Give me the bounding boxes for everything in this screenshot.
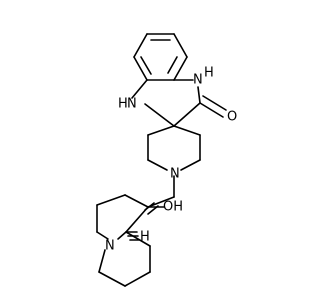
bond bbox=[173, 125, 201, 136]
bond bbox=[124, 194, 149, 208]
carbonyl-bond bbox=[199, 102, 224, 118]
bond bbox=[197, 86, 201, 104]
bond bbox=[147, 125, 175, 136]
bond bbox=[96, 194, 126, 206]
piperidine-ring bbox=[147, 125, 201, 198]
amine-h-label: H bbox=[204, 66, 214, 81]
bond bbox=[96, 231, 109, 240]
bond bbox=[180, 159, 201, 171]
amine-h-label: H bbox=[118, 97, 128, 112]
quinolizidine-rings bbox=[96, 194, 175, 287]
molecule-structure: N H H N O N OH H N bbox=[96, 33, 237, 287]
bond bbox=[147, 159, 168, 171]
hash-bond bbox=[147, 205, 159, 215]
benzene-ring bbox=[133, 33, 188, 81]
amine-n-label: N bbox=[193, 73, 203, 88]
bond bbox=[131, 79, 148, 99]
aromatic-bond bbox=[140, 56, 152, 75]
carbonyl-bond bbox=[202, 95, 227, 111]
bond bbox=[125, 206, 149, 233]
bond bbox=[124, 271, 151, 287]
hash-bond bbox=[144, 202, 155, 211]
atom-labels: N H H N O N OH H N bbox=[105, 66, 237, 254]
amine-n-label: N bbox=[127, 97, 137, 112]
bond bbox=[144, 103, 175, 127]
aromatic-bond bbox=[167, 56, 178, 74]
bond bbox=[147, 196, 175, 208]
bond bbox=[98, 271, 126, 287]
bond bbox=[173, 33, 188, 58]
piperidine-nitrogen-label: N bbox=[170, 167, 180, 182]
bond bbox=[133, 56, 148, 81]
bond bbox=[173, 102, 201, 127]
bond bbox=[98, 249, 106, 273]
bond bbox=[173, 56, 188, 81]
molecule-canvas: N H H N O N OH H N bbox=[96, 33, 238, 287]
hydroxyl-label: OH bbox=[163, 200, 183, 215]
stereo-marks bbox=[125, 202, 159, 241]
bond bbox=[133, 33, 148, 58]
carbonyl-oxygen-label: O bbox=[227, 110, 237, 125]
bridgehead-nitrogen-label: N bbox=[105, 239, 115, 254]
bond bbox=[117, 231, 127, 240]
bond bbox=[125, 231, 151, 247]
stereo-h-label: H bbox=[140, 230, 150, 245]
quinoxalinone-ring bbox=[131, 79, 227, 127]
